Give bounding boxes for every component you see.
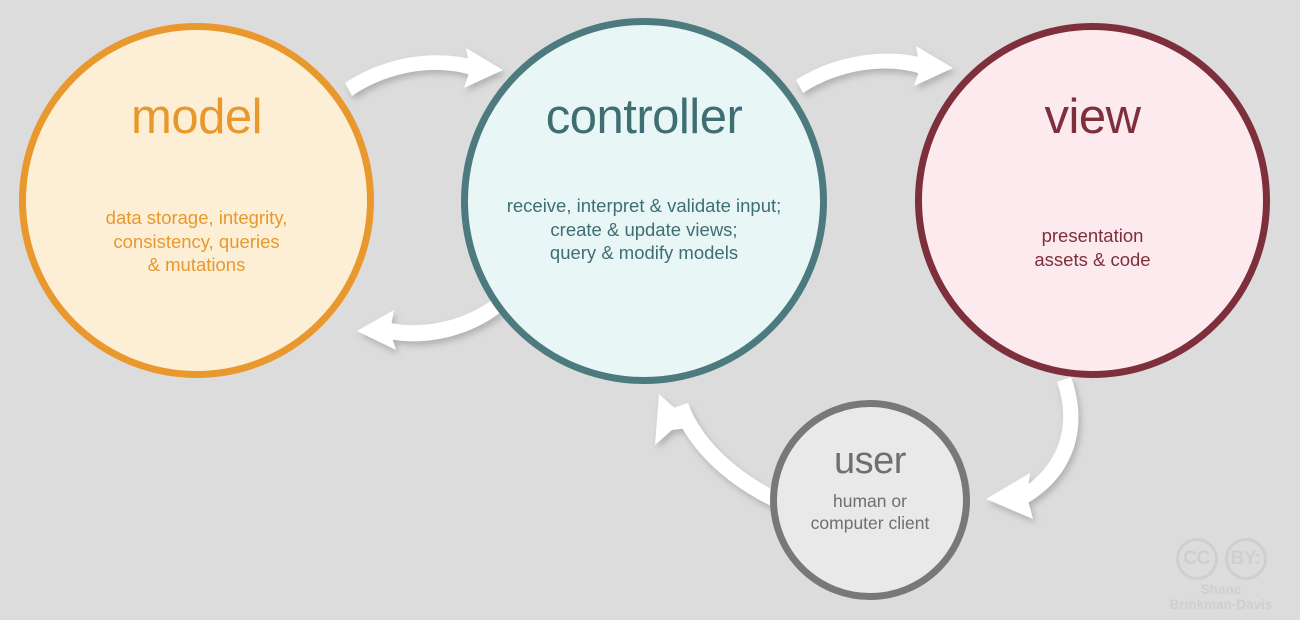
attribution-by-icon: BY:	[1224, 537, 1267, 580]
arrow-user-to-controller	[655, 394, 792, 513]
node-view-description: presentation assets & code	[1034, 225, 1151, 270]
node-user-title: user	[834, 440, 906, 482]
arrow-model-to-controller	[345, 48, 503, 96]
arrow-controller-to-view	[796, 46, 953, 93]
node-controller[interactable]: controller receive, interpret & validate…	[461, 18, 827, 384]
creative-commons-icon: CC	[1175, 537, 1218, 580]
license-watermark: CC BY: Shane Brinkman-Davis	[1156, 537, 1286, 612]
arrow-view-to-user	[986, 377, 1079, 519]
node-view[interactable]: view presentation assets & code	[915, 23, 1270, 378]
arrow-controller-to-model	[357, 299, 501, 350]
node-controller-description: receive, interpret & validate input; cre…	[506, 195, 782, 264]
node-user[interactable]: user human or computer client	[770, 400, 970, 600]
node-controller-title: controller	[545, 90, 743, 144]
node-model-description: data storage, integrity, consistency, qu…	[105, 207, 288, 276]
cc-badge-group: CC BY:	[1156, 537, 1286, 580]
node-model-title: model	[131, 90, 262, 144]
author-attribution: Shane Brinkman-Davis	[1169, 581, 1273, 612]
node-user-description: human or computer client	[810, 491, 930, 534]
node-view-title: view	[1044, 90, 1141, 144]
node-model[interactable]: model data storage, integrity, consisten…	[19, 23, 374, 378]
